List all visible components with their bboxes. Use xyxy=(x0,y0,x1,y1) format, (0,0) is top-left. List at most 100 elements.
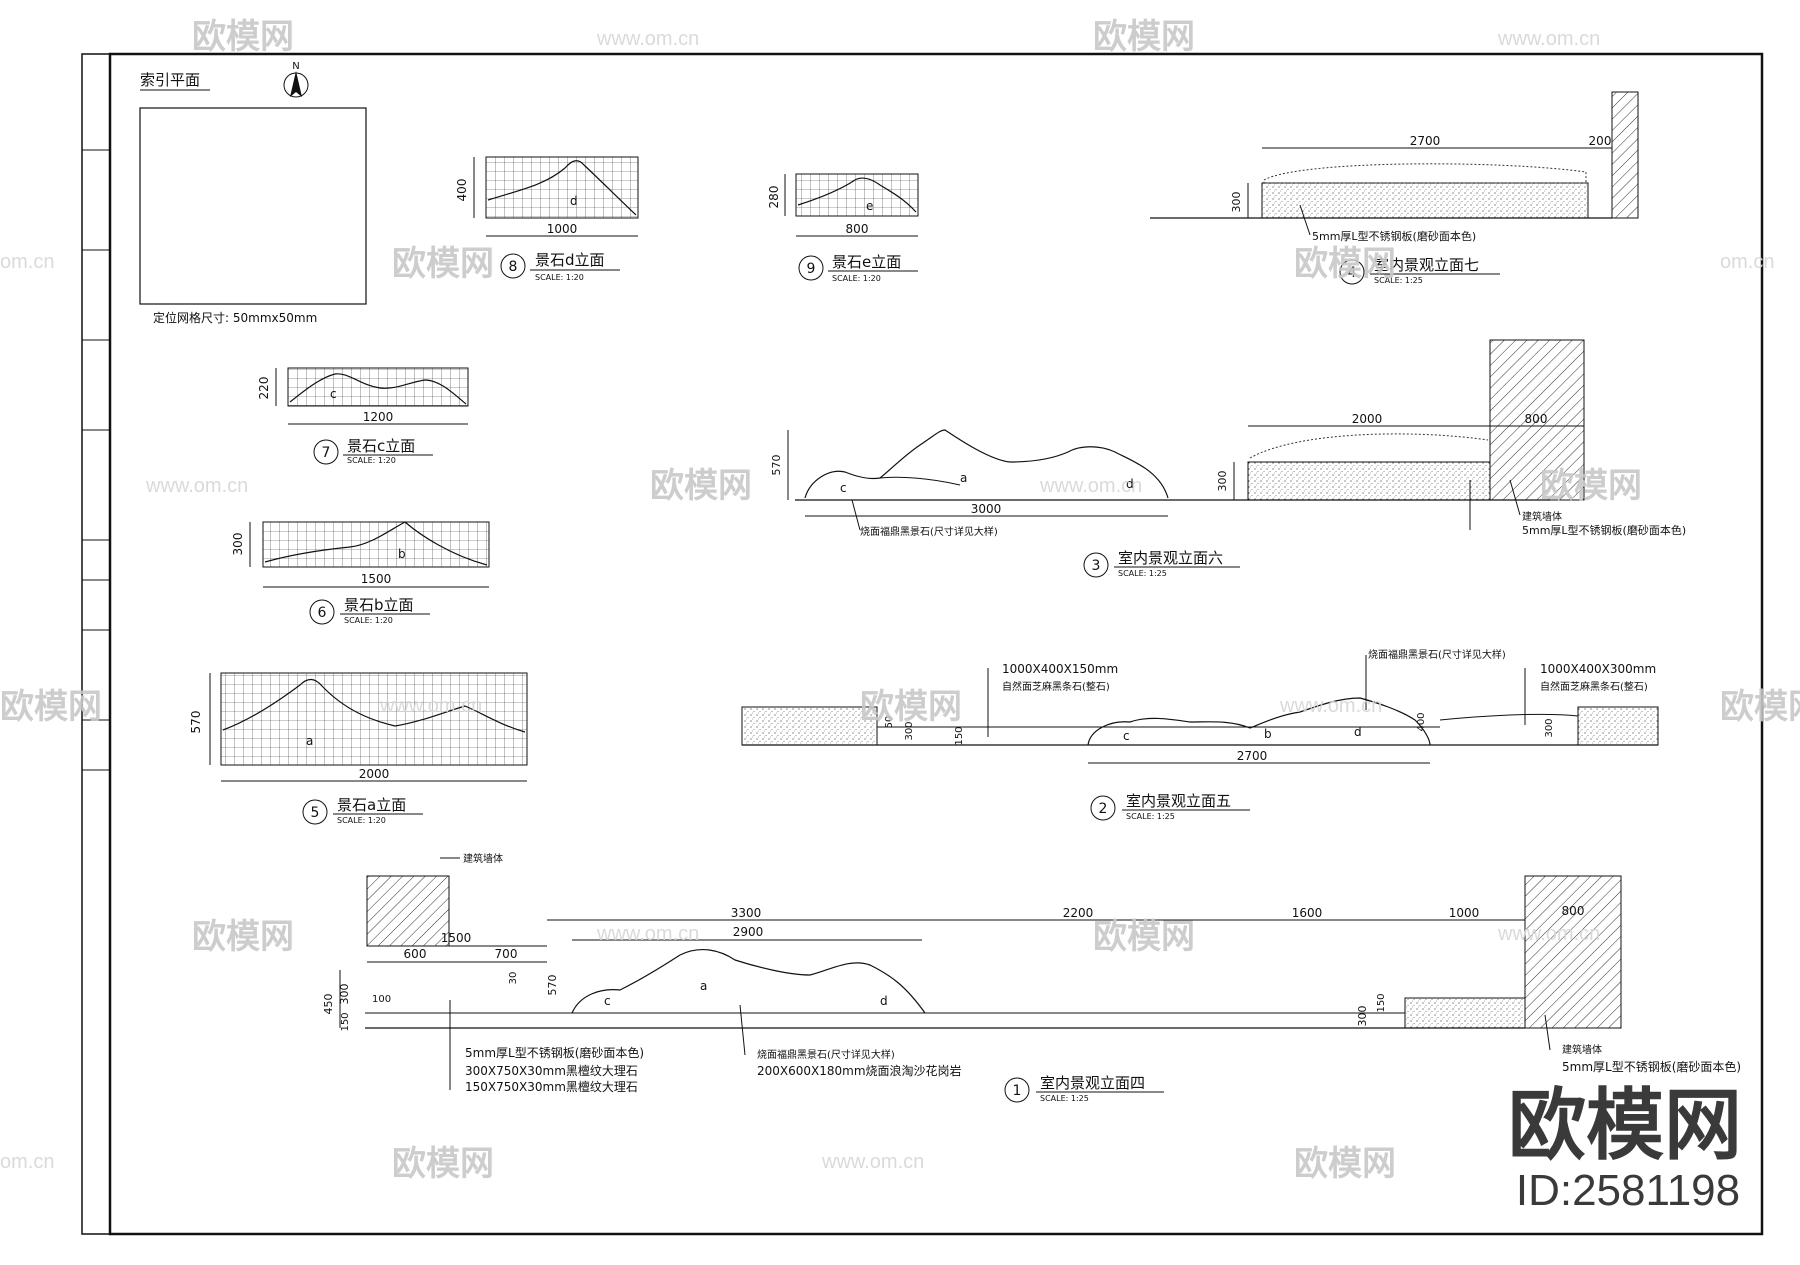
svg-text:570: 570 xyxy=(770,455,783,476)
svg-text:室内景观立面七: 室内景观立面七 xyxy=(1374,256,1479,274)
stone-e-elevation: 800 280 e 9 景石e立面 SCALE: 1:20 xyxy=(767,173,919,283)
svg-text:www.om.cn: www.om.cn xyxy=(1497,923,1600,945)
svg-text:www.om.cn: www.om.cn xyxy=(1039,475,1142,497)
svg-text:景石b立面: 景石b立面 xyxy=(344,596,414,614)
svg-text:SCALE: 1:20: SCALE: 1:20 xyxy=(832,274,881,283)
svg-text:室内景观立面四: 室内景观立面四 xyxy=(1040,1074,1145,1092)
svg-text:8: 8 xyxy=(509,259,518,275)
svg-text:5mm厚L型不锈钢板(磨砂面本色): 5mm厚L型不锈钢板(磨砂面本色) xyxy=(1312,229,1476,243)
svg-text:800: 800 xyxy=(1525,412,1548,426)
svg-text:2000: 2000 xyxy=(1352,412,1383,426)
brand-logo: 欧模网 ID:2581198 xyxy=(1508,1081,1742,1215)
svg-text:烧面福鼎黑景石(尺寸详见大样): 烧面福鼎黑景石(尺寸详见大样) xyxy=(860,525,998,538)
outer-frame xyxy=(81,53,1763,1235)
svg-text:5mm厚L型不锈钢板(磨砂面本色): 5mm厚L型不锈钢板(磨砂面本色) xyxy=(1522,523,1686,537)
svg-text:200: 200 xyxy=(1589,134,1612,148)
svg-text:450: 450 xyxy=(322,994,335,1015)
inner-frame xyxy=(108,52,1764,1236)
model-id: ID:2581198 xyxy=(1516,1166,1740,1215)
svg-text:d: d xyxy=(570,194,578,208)
svg-text:欧模网: 欧模网 xyxy=(1093,18,1195,56)
svg-text:自然面芝麻黑条石(整石): 自然面芝麻黑条石(整石) xyxy=(1002,680,1110,693)
svg-text:c: c xyxy=(1123,729,1130,743)
index-plan-title: 索引平面 xyxy=(140,71,200,89)
svg-text:5mm厚L型不锈钢板(磨砂面本色): 5mm厚L型不锈钢板(磨砂面本色) xyxy=(465,1046,644,1060)
elevation-7: 2700 200 300 5mm厚L型不锈钢板(磨砂面本色) 4 室内景观立面七… xyxy=(1150,91,1639,285)
svg-text:150X750X30mm黑檀纹大理石: 150X750X30mm黑檀纹大理石 xyxy=(465,1079,638,1094)
svg-text:3000: 3000 xyxy=(971,502,1002,516)
svg-text:欧模网: 欧模网 xyxy=(1294,1145,1396,1183)
svg-text:室内景观立面六: 室内景观立面六 xyxy=(1118,549,1223,567)
stone-c-elevation: 1200 220 c 7 景石c立面 SCALE: 1:20 xyxy=(257,367,469,465)
svg-text:300: 300 xyxy=(904,721,915,740)
svg-text:室内景观立面五: 室内景观立面五 xyxy=(1126,792,1231,810)
stone-b-elevation: 1500 300 b 6 景石b立面 SCALE: 1:20 xyxy=(231,521,490,625)
svg-text:建筑墙体: 建筑墙体 xyxy=(463,852,503,865)
svg-text:www.om.cn: www.om.cn xyxy=(596,28,699,50)
svg-text:SCALE: 1:25: SCALE: 1:25 xyxy=(1374,276,1423,285)
svg-text:景石c立面: 景石c立面 xyxy=(347,437,415,455)
svg-text:1200: 1200 xyxy=(363,410,394,424)
svg-text:www.om.cn: www.om.cn xyxy=(145,475,248,497)
svg-text:c: c xyxy=(840,481,847,495)
svg-text:欧模网: 欧模网 xyxy=(1294,245,1396,283)
svg-text:400: 400 xyxy=(455,179,469,202)
svg-text:欧模网: 欧模网 xyxy=(650,467,752,505)
svg-text:www.om.cn: www.om.cn xyxy=(596,923,699,945)
svg-text:www.om.cn: www.om.cn xyxy=(1497,28,1600,50)
svg-text:欧模网: 欧模网 xyxy=(392,245,494,283)
svg-text:2200: 2200 xyxy=(1063,906,1094,920)
svg-text:建筑墙体: 建筑墙体 xyxy=(1522,510,1562,523)
svg-text:6: 6 xyxy=(318,605,327,621)
svg-text:4: 4 xyxy=(1348,265,1357,281)
svg-text:欧模网: 欧模网 xyxy=(1508,1081,1742,1169)
svg-text:3: 3 xyxy=(1092,558,1101,574)
svg-text:150: 150 xyxy=(1376,993,1387,1012)
watermarks: 欧模网 欧模网 www.om.cn www.om.cn 欧模网 欧模网 om.c… xyxy=(0,18,1800,1183)
stone-d-elevation: 1000 400 d 8 景石d立面 SCALE: 1:20 xyxy=(455,156,639,282)
svg-text:om.cn: om.cn xyxy=(0,251,54,273)
north-arrow-icon: N xyxy=(283,61,309,98)
svg-text:1600: 1600 xyxy=(1292,906,1323,920)
svg-text:a: a xyxy=(306,734,313,748)
svg-text:300: 300 xyxy=(1356,1006,1369,1027)
svg-text:300: 300 xyxy=(1544,718,1555,737)
svg-text:SCALE: 1:25: SCALE: 1:25 xyxy=(1126,812,1175,821)
svg-text:c: c xyxy=(330,387,337,401)
svg-text:2900: 2900 xyxy=(733,925,764,939)
svg-text:1: 1 xyxy=(1013,1083,1022,1099)
svg-text:烧面福鼎黑景石(尺寸详见大样): 烧面福鼎黑景石(尺寸详见大样) xyxy=(757,1048,895,1061)
svg-text:SCALE: 1:20: SCALE: 1:20 xyxy=(344,616,393,625)
svg-text:700: 700 xyxy=(495,947,518,961)
svg-text:400: 400 xyxy=(1416,712,1427,731)
svg-text:100: 100 xyxy=(372,994,391,1005)
svg-text:2000: 2000 xyxy=(359,767,390,781)
svg-text:欧模网: 欧模网 xyxy=(0,688,102,726)
svg-text:200X600X180mm烧面浪淘沙花岗岩: 200X600X180mm烧面浪淘沙花岗岩 xyxy=(757,1063,962,1078)
svg-text:d: d xyxy=(1354,725,1362,739)
svg-text:欧模网: 欧模网 xyxy=(860,688,962,726)
stone-a-elevation: 2000 570 a 5 景石a立面 SCALE: 1:20 xyxy=(189,672,528,825)
svg-text:www.om.cn: www.om.cn xyxy=(1279,695,1382,717)
svg-text:d: d xyxy=(880,994,888,1008)
svg-text:300: 300 xyxy=(1216,471,1229,492)
svg-text:280: 280 xyxy=(767,186,781,209)
svg-text:5: 5 xyxy=(311,805,320,821)
svg-text:欧模网: 欧模网 xyxy=(1720,688,1800,726)
svg-text:SCALE: 1:25: SCALE: 1:25 xyxy=(1040,1094,1089,1103)
elevation-4: 建筑墙体 c a d 3300 2200 1600 1000 800 1500 … xyxy=(322,852,1741,1103)
svg-text:1000X400X150mm: 1000X400X150mm xyxy=(1002,662,1118,676)
svg-text:N: N xyxy=(292,61,299,72)
svg-text:建筑墙体: 建筑墙体 xyxy=(1562,1043,1602,1056)
svg-text:30: 30 xyxy=(508,972,519,985)
svg-text:1000: 1000 xyxy=(547,222,578,236)
svg-text:欧模网: 欧模网 xyxy=(192,18,294,56)
svg-text:b: b xyxy=(398,547,406,561)
svg-text:800: 800 xyxy=(846,222,869,236)
building-wall-left xyxy=(366,875,450,947)
svg-text:SCALE: 1:20: SCALE: 1:20 xyxy=(535,273,584,282)
svg-text:1000X400X300mm: 1000X400X300mm xyxy=(1540,662,1656,676)
svg-text:150: 150 xyxy=(954,726,965,745)
svg-text:1500: 1500 xyxy=(441,931,472,945)
